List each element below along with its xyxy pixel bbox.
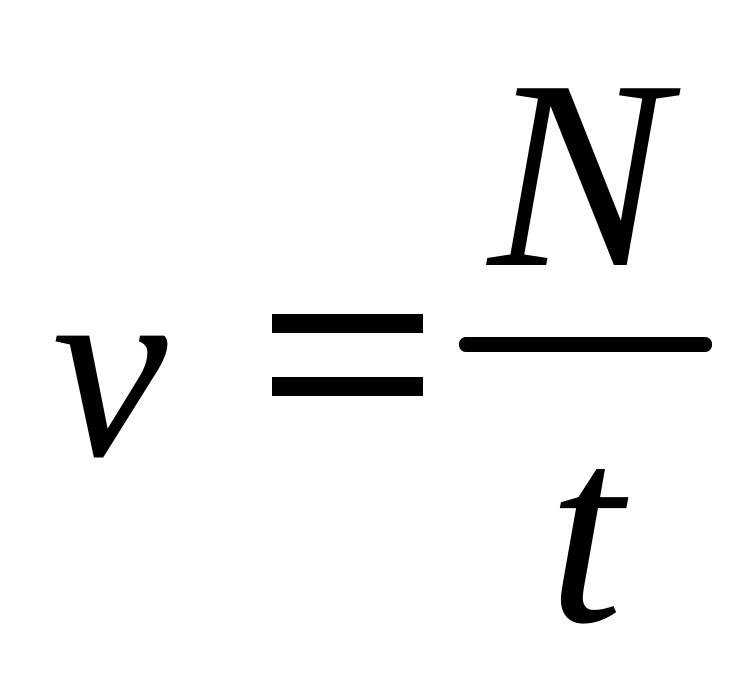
equals-sign-bottom-bar [272, 377, 423, 396]
frequency-formula: ν N t [52, 25, 712, 680]
equals-sign-top-bar [272, 314, 423, 333]
frequency-symbol: ν [52, 224, 168, 512]
fraction-numerator: N [488, 25, 669, 324]
fraction-bar [459, 337, 712, 352]
fraction-denominator: t [548, 381, 624, 680]
